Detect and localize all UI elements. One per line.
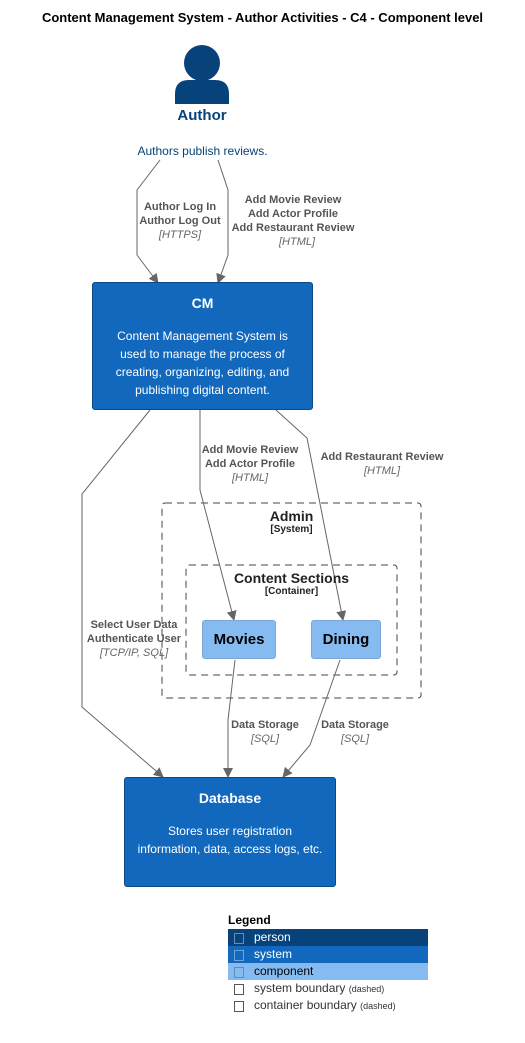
legend-label: system xyxy=(254,947,293,961)
relation-tech: [TCP/IP, SQL] xyxy=(99,647,169,659)
legend-label: component xyxy=(254,964,314,978)
relation-label: Add Restaurant Review xyxy=(320,451,444,463)
database-system[interactable]: Database Stores user registration inform… xyxy=(124,777,336,887)
admin-boundary xyxy=(161,502,422,699)
movies-component[interactable]: Movies xyxy=(202,620,276,659)
dining-relation-label: Add Restaurant Review [HTML] xyxy=(312,450,452,478)
legend-swatch xyxy=(234,984,244,995)
admin-type: [System] xyxy=(270,524,313,535)
relation-label: Author Log In xyxy=(143,201,217,213)
relation-tech: [HTML] xyxy=(363,465,401,477)
reviews-arrow xyxy=(216,159,229,284)
legend-swatch xyxy=(234,933,244,944)
cm-description: Content Management System is used to man… xyxy=(115,329,290,397)
relation-tech: [SQL] xyxy=(250,733,280,745)
dining-component[interactable]: Dining xyxy=(311,620,381,659)
admin-boundary-label: Admin [System] xyxy=(162,508,421,535)
legend-label: container boundary xyxy=(254,998,357,1012)
content-title: Content Sections xyxy=(233,570,350,586)
login-label: Author Log In Author Log Out [HTTPS] xyxy=(120,200,240,242)
reviews-label: Add Movie Review Add Actor Profile Add R… xyxy=(218,193,368,249)
relation-label: Data Storage xyxy=(321,719,389,731)
movies-db-relation-label: Data Storage [SQL] xyxy=(220,718,310,746)
legend-swatch xyxy=(234,967,244,978)
legend-label: person xyxy=(254,930,291,944)
actor-name: Author xyxy=(177,107,227,124)
relation-label: Add Actor Profile xyxy=(204,458,296,470)
legend-container-boundary: container boundary (dashed) xyxy=(228,997,428,1014)
movies-relation-label: Add Movie Review Add Actor Profile [HTML… xyxy=(190,443,310,485)
relation-label: Select User Data xyxy=(90,619,178,631)
relation-label: Add Movie Review xyxy=(244,194,342,206)
legend-system-boundary: system boundary (dashed) xyxy=(228,980,428,997)
cm-title: CM xyxy=(191,295,214,311)
content-boundary-label: Content Sections [Container] xyxy=(186,570,397,597)
database-title: Database xyxy=(198,790,262,806)
admin-title: Admin xyxy=(269,508,314,524)
dining-db-relation-label: Data Storage [SQL] xyxy=(310,718,400,746)
legend: Legend person system component system bo… xyxy=(228,913,428,1014)
legend-swatch xyxy=(234,950,244,961)
legend-note: (dashed) xyxy=(360,1001,396,1011)
legend-component: component xyxy=(228,963,428,980)
relation-label: Author Log Out xyxy=(139,215,221,227)
relation-label: Add Movie Review xyxy=(201,444,299,456)
relation-label: Add Restaurant Review xyxy=(231,222,355,234)
userdata-relation-label: Select User Data Authenticate User [TCP/… xyxy=(74,618,194,660)
diagram-title: Content Management System - Author Activ… xyxy=(41,10,484,25)
legend-system: system xyxy=(228,946,428,963)
legend-label: system boundary xyxy=(254,981,346,995)
userdata-arrow xyxy=(81,409,164,778)
legend-note: (dashed) xyxy=(348,984,385,994)
relation-tech: [HTML] xyxy=(231,472,269,484)
legend-swatch xyxy=(234,1001,244,1012)
legend-title: Legend xyxy=(228,913,271,927)
relation-tech: [HTTPS] xyxy=(158,229,202,241)
dining-arrow xyxy=(275,409,347,621)
relation-label: Add Actor Profile xyxy=(247,208,339,220)
actor-description: Authors publish reviews. xyxy=(137,144,268,158)
relation-label: Data Storage xyxy=(231,719,299,731)
movies-arrow xyxy=(199,410,237,621)
person-icon xyxy=(175,45,229,104)
content-sections-boundary xyxy=(185,564,398,676)
movies-db-arrow xyxy=(223,659,236,778)
relation-tech: [HTML] xyxy=(278,236,316,248)
legend-person: person xyxy=(228,929,428,946)
content-type: [Container] xyxy=(264,586,319,597)
relation-label: Authenticate User xyxy=(86,633,182,645)
dining-db-arrow xyxy=(282,659,341,778)
database-description: Stores user registration information, da… xyxy=(137,824,323,856)
cm-system[interactable]: CM Content Management System is used to … xyxy=(92,282,313,410)
login-arrow xyxy=(136,159,161,284)
relation-tech: [SQL] xyxy=(340,733,370,745)
